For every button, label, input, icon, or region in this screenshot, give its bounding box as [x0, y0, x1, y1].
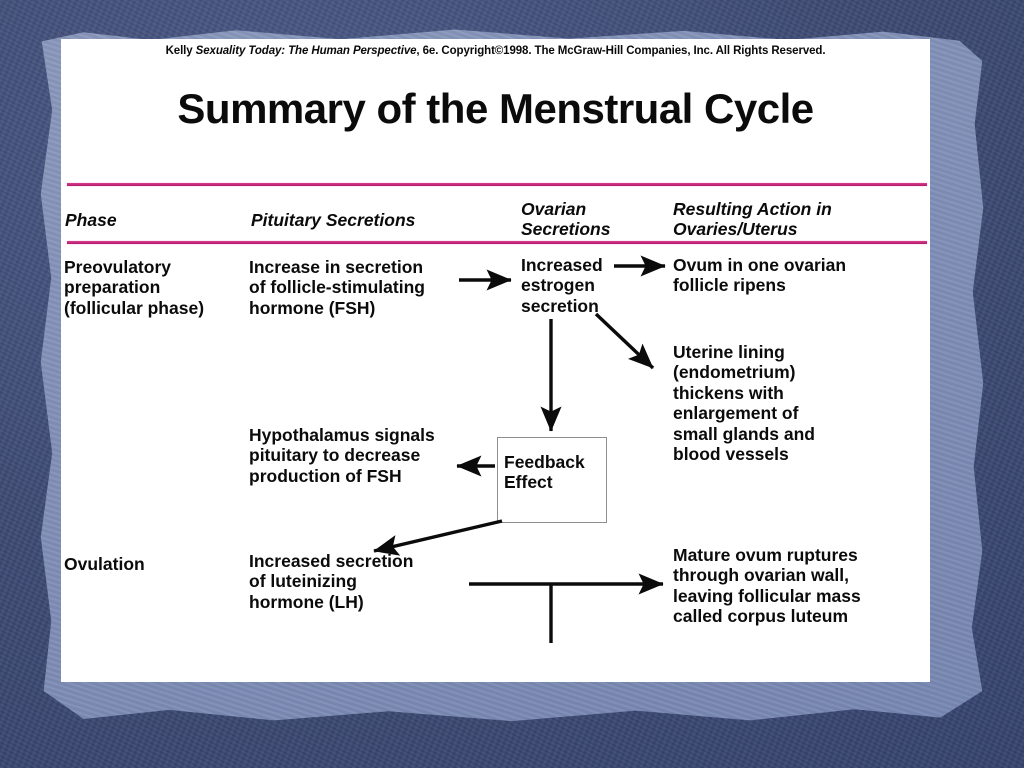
cell-phase-follicular: Preovulatory preparation (follicular pha… [64, 257, 205, 318]
slide-content-page: Kelly Sexuality Today: The Human Perspec… [61, 39, 930, 682]
feedback-effect-label: Feedback Effect [504, 452, 585, 493]
table-top-rule [67, 183, 927, 186]
cell-action-endometrium-thickens: Uterine lining (endometrium) thickens wi… [673, 342, 815, 465]
column-header-ovarian-secretions: Ovarian Secretions [521, 199, 611, 239]
feedback-effect-box: Feedback Effect [497, 437, 607, 523]
page-title: Summary of the Menstrual Cycle [177, 85, 814, 132]
credit-book-title: Sexuality Today: The Human Perspective [195, 45, 417, 57]
credit-author: Kelly [165, 45, 193, 57]
cell-pituitary-lh: Increased secretion of luteinizing hormo… [249, 551, 414, 612]
arrow-estrogen-to-endometrium [594, 312, 655, 370]
arrow-lh-to-corpus-luteum [469, 573, 664, 643]
column-header-pituitary-secretions: Pituitary Secretions [251, 210, 416, 230]
table-header-rule [67, 241, 927, 244]
arrow-feedback-to-lh [373, 519, 503, 556]
column-header-phase: Phase [65, 210, 117, 230]
cell-hypothalamus-note: Hypothalamus signals pituitary to decrea… [249, 425, 435, 486]
copyright-credit-line: Kelly Sexuality Today: The Human Perspec… [61, 45, 930, 57]
credit-rest: , 6e. Copyright©1998. The McGraw-Hill Co… [416, 45, 826, 57]
cell-ovarian-estrogen: Increased estrogen secretion [521, 255, 603, 316]
cell-phase-ovulation: Ovulation [64, 554, 145, 574]
cell-action-ovum-ripens: Ovum in one ovarian follicle ripens [673, 255, 847, 296]
column-header-resulting-action: Resulting Action in Ovaries/Uterus [673, 199, 832, 239]
cell-action-corpus-luteum: Mature ovum ruptures through ovarian wal… [673, 545, 861, 627]
cell-pituitary-fsh: Increase in secretion of follicle-stimul… [249, 257, 425, 318]
